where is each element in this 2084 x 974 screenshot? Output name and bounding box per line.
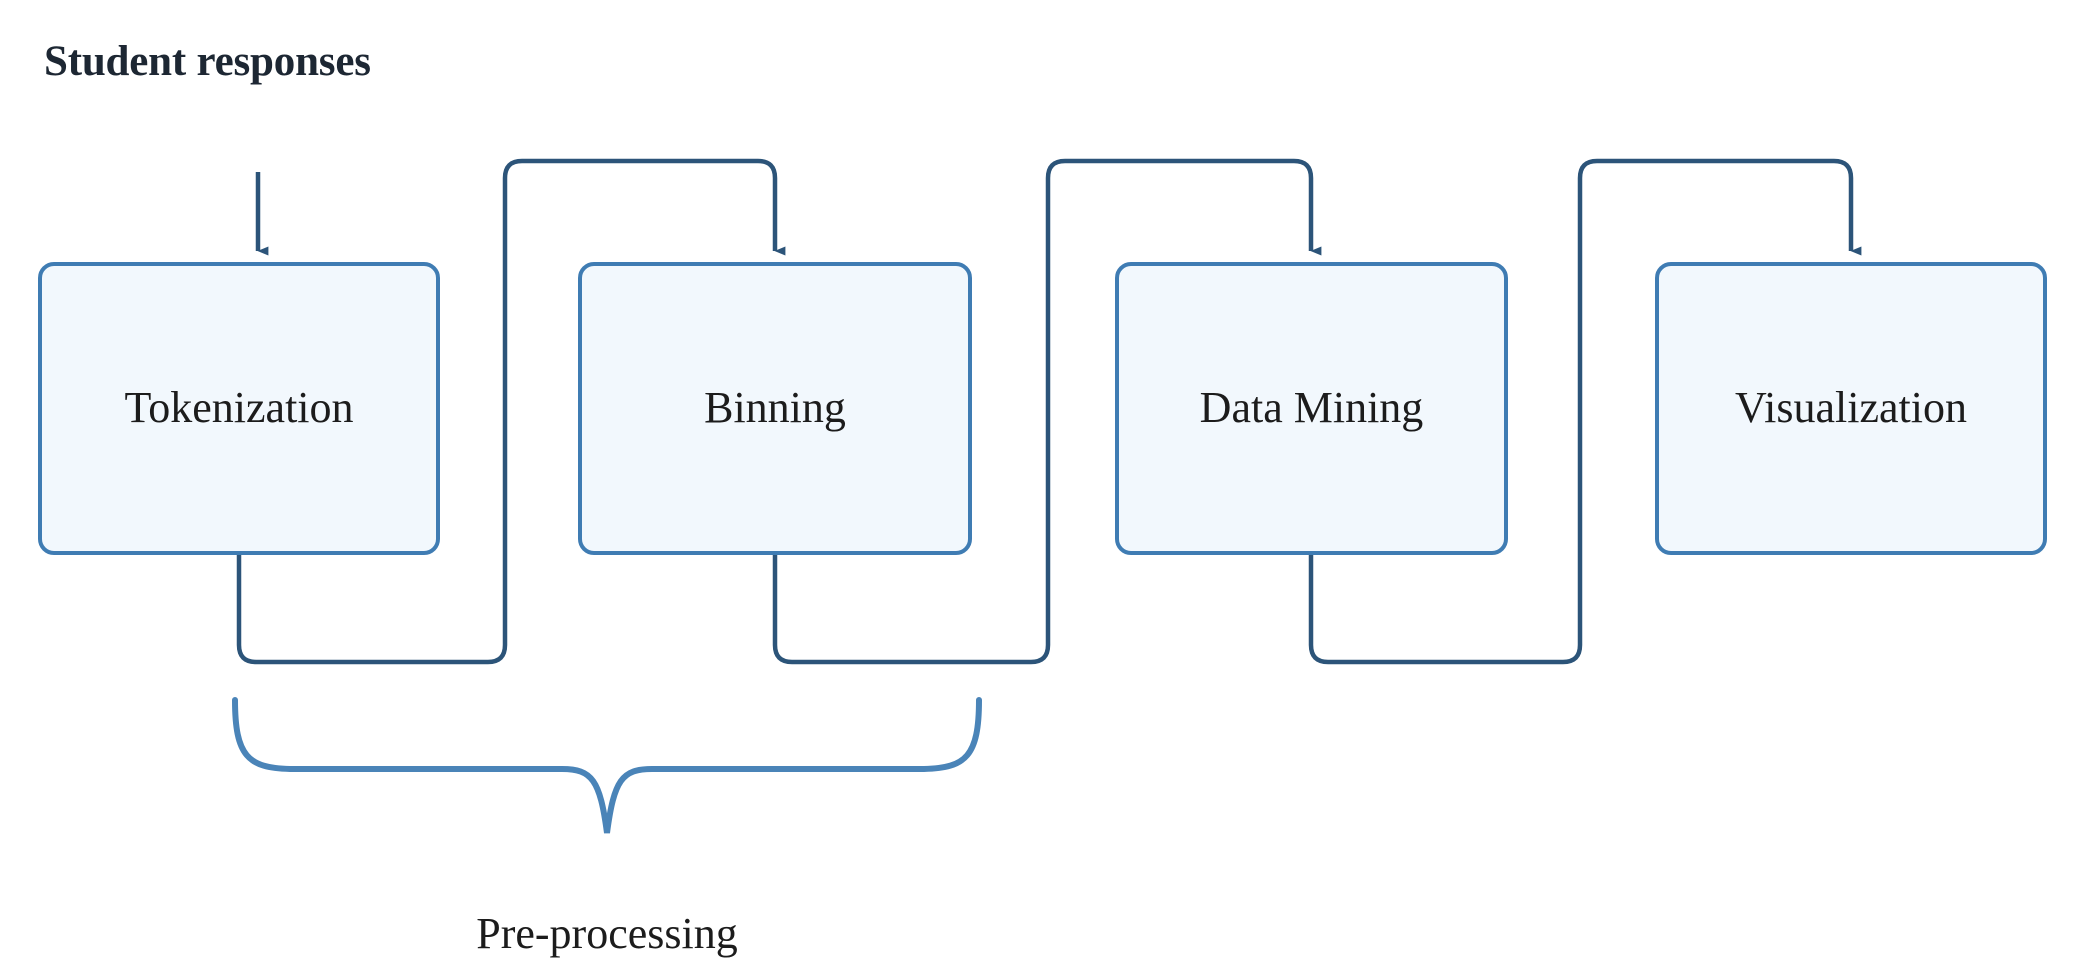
- node-label-tokenization: Tokenization: [124, 382, 354, 432]
- node-binning[interactable]: Binning: [578, 262, 972, 555]
- pre-processing-brace: [232, 697, 982, 834]
- page-title: Student responses: [44, 38, 371, 85]
- node-data-mining[interactable]: Data Mining: [1115, 262, 1508, 555]
- node-label-binning: Binning: [704, 382, 846, 432]
- node-label-data-mining: Data Mining: [1199, 382, 1424, 432]
- pre-processing-group-label: Pre-processing: [476, 909, 738, 958]
- node-tokenization[interactable]: Tokenization: [38, 262, 440, 555]
- node-visualization[interactable]: Visualization: [1655, 262, 2047, 555]
- node-label-visualization: Visualization: [1735, 382, 1967, 432]
